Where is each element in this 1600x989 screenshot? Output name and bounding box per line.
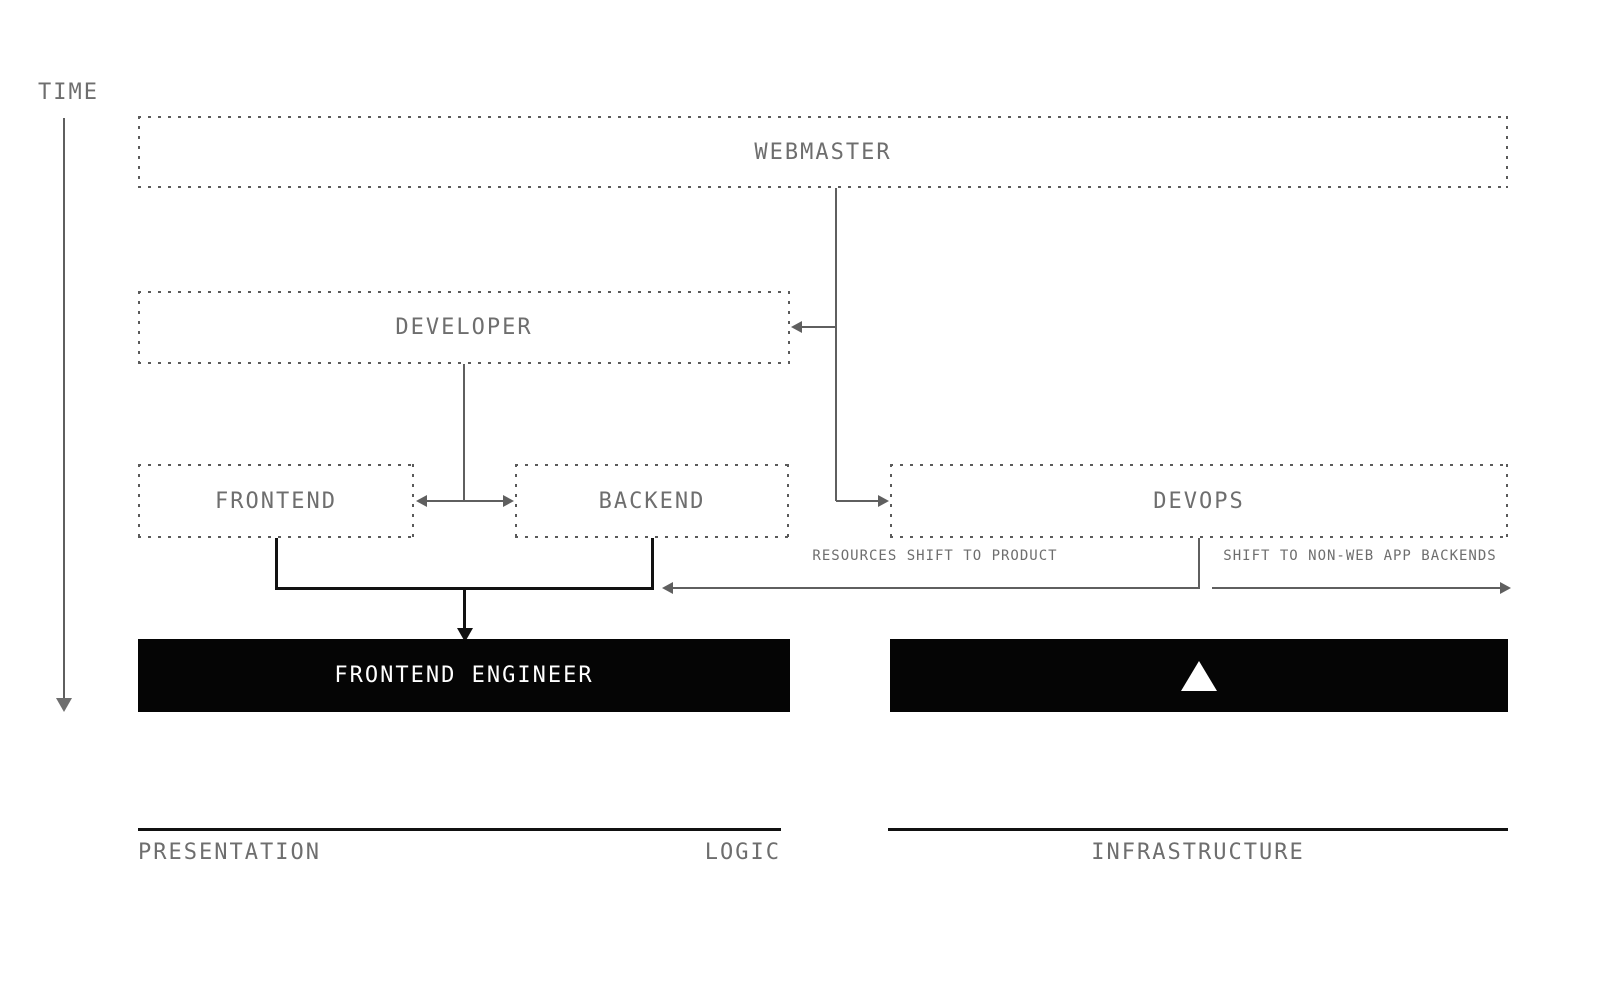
webmaster-to-devops-line xyxy=(836,500,879,502)
webmaster-label: WEBMASTER xyxy=(754,139,892,165)
backend-drop-line xyxy=(651,538,654,590)
non-web-shift-line xyxy=(1212,587,1501,589)
frontend-label: FRONTEND xyxy=(215,488,337,514)
resources-shift-line xyxy=(672,587,1198,589)
resources-shift-label: RESOURCES SHIFT TO PRODUCT xyxy=(812,548,1058,564)
time-axis-arrow-down-icon xyxy=(56,698,72,712)
developer-stem-line xyxy=(463,364,465,502)
devops-stem-line xyxy=(1198,538,1200,589)
merge-joiner-line xyxy=(275,587,654,590)
webmaster-stem-line xyxy=(835,188,837,501)
frontend-engineer-label: FRONTEND ENGINEER xyxy=(334,663,594,688)
frontend-box: FRONTEND xyxy=(138,464,414,538)
webmaster-box: WEBMASTER xyxy=(138,116,1508,188)
merge-center-drop-line xyxy=(463,590,466,630)
backend-label: BACKEND xyxy=(598,488,706,514)
arrow-right-into-backend-icon xyxy=(503,495,514,507)
arrow-right-non-web-shift-icon xyxy=(1500,582,1511,594)
arrow-right-into-devops-icon xyxy=(878,495,889,507)
arrow-left-into-frontend-icon xyxy=(416,495,427,507)
infrastructure-label: INFRASTRUCTURE xyxy=(1091,840,1305,865)
non-web-shift-label: SHIFT TO NON-WEB APP BACKENDS xyxy=(1223,548,1497,564)
frontend-backend-line xyxy=(425,500,504,502)
backend-box: BACKEND xyxy=(515,464,789,538)
developer-label: DEVELOPER xyxy=(395,315,533,340)
devops-box: DEVOPS xyxy=(890,464,1508,538)
presentation-label: PRESENTATION xyxy=(138,840,321,865)
presentation-logic-rule xyxy=(138,828,781,831)
arrow-left-into-developer-icon xyxy=(791,321,802,333)
arrow-down-into-frontend-engineer-icon xyxy=(457,628,473,642)
arrow-left-resources-shift-icon xyxy=(662,582,673,594)
developer-box: DEVELOPER xyxy=(138,291,790,364)
logic-label: LOGIC xyxy=(704,840,781,865)
devops-label: DEVOPS xyxy=(1153,488,1245,514)
webmaster-to-developer-line xyxy=(800,326,836,328)
time-axis-label: TIME xyxy=(38,80,99,105)
triangle-up-icon xyxy=(1181,660,1217,691)
infrastructure-rule xyxy=(888,828,1508,831)
time-axis-line xyxy=(63,118,65,699)
frontend-drop-line xyxy=(275,538,278,590)
frontend-engineer-box: FRONTEND ENGINEER xyxy=(138,639,790,712)
infrastructure-box xyxy=(890,639,1508,712)
